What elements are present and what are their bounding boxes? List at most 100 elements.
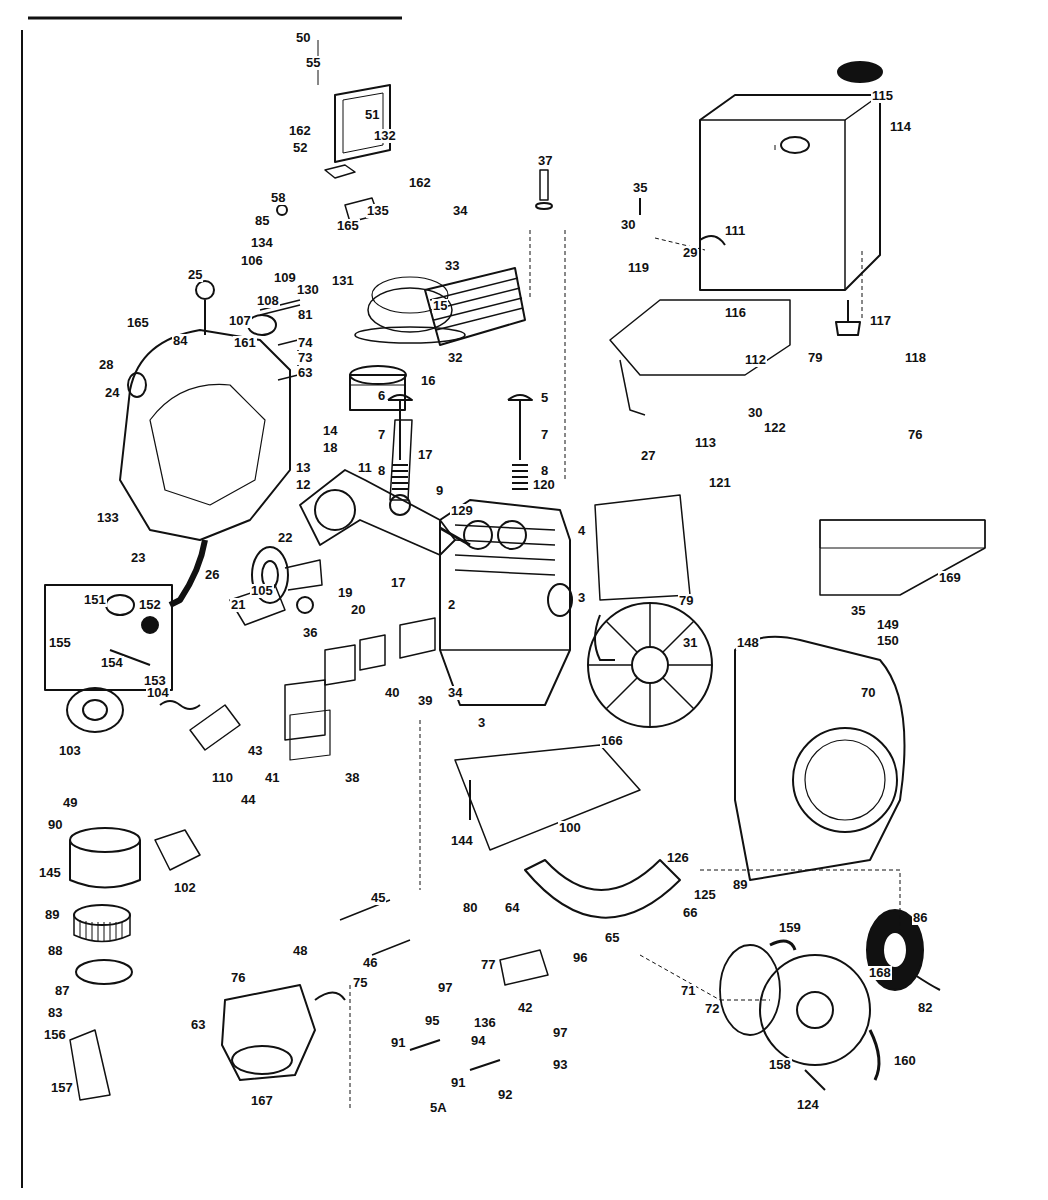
callout-number: 102	[173, 881, 197, 895]
callout-anchor: 113	[694, 433, 717, 451]
callout-anchor: 130	[296, 280, 320, 298]
callout-anchor: 34	[452, 201, 468, 219]
callout-anchor: 126	[666, 848, 690, 866]
callout-number: 31	[682, 636, 698, 650]
callout-number: 8	[377, 464, 386, 478]
callout-number: 150	[876, 634, 900, 648]
callout-number: 159	[778, 921, 802, 935]
callout-anchor: 115	[871, 86, 894, 104]
callout-number: 50	[295, 31, 311, 45]
callout-number: 32	[447, 351, 463, 365]
callout-number: 84	[172, 334, 188, 348]
callout-anchor: 30	[620, 215, 636, 233]
callout-number: 17	[390, 576, 406, 590]
callout-number: 116	[724, 306, 747, 320]
callout-number: 90	[47, 818, 63, 832]
callout-number: 2	[447, 598, 456, 612]
callout-number: 91	[450, 1076, 466, 1090]
callout-number: 30	[620, 218, 636, 232]
callout-anchor: 37	[537, 151, 553, 169]
callout-anchor: 72	[704, 999, 720, 1017]
callout-anchor: 23	[130, 548, 146, 566]
callout-number: 55	[305, 56, 321, 70]
callout-anchor: 102	[173, 878, 197, 896]
callout-number: 7	[377, 428, 386, 442]
callout-number: 63	[297, 366, 313, 380]
callout-number: 105	[250, 584, 274, 598]
callout-anchor: 155	[48, 633, 72, 651]
callout-anchor: 165	[126, 313, 150, 331]
callout-anchor: 151	[83, 590, 107, 608]
callout-anchor: 165	[336, 216, 360, 234]
callout-anchor: 112	[744, 350, 767, 368]
callout-number: 28	[98, 358, 114, 372]
callout-number: 45	[370, 891, 386, 905]
callout-number: 5	[540, 391, 549, 405]
callout-number: 122	[763, 421, 787, 435]
callout-anchor: 7	[377, 425, 386, 443]
callout-number: 156	[43, 1028, 67, 1042]
callout-anchor: 76	[907, 425, 923, 443]
callout-anchor: 111	[724, 221, 746, 239]
callout-number: 22	[277, 531, 293, 545]
callout-anchor: 85	[254, 211, 270, 229]
callout-number: 119	[627, 261, 650, 275]
callout-anchor: 82	[917, 998, 933, 1016]
callout-anchor: 31	[682, 633, 698, 651]
callout-anchor: 66	[682, 903, 698, 921]
callout-anchor: 79	[678, 591, 694, 609]
callout-anchor: 162	[288, 121, 312, 139]
callout-number: 46	[362, 956, 378, 970]
callout-anchor: 55	[305, 53, 321, 71]
callout-anchor: 94	[470, 1031, 486, 1049]
callout-number: 26	[204, 568, 220, 582]
callout-number: 76	[230, 971, 246, 985]
callout-anchor: 20	[350, 600, 366, 618]
callout-number: 121	[708, 476, 732, 490]
callout-number: 23	[130, 551, 146, 565]
callout-anchor: 80	[462, 898, 478, 916]
callout-anchor: 122	[763, 418, 787, 436]
callout-anchor: 118	[904, 348, 927, 366]
callout-anchor: 70	[860, 683, 876, 701]
callout-anchor: 50	[295, 28, 311, 46]
callout-number: 38	[344, 771, 360, 785]
callout-anchor: 9	[435, 481, 444, 499]
callout-number: 14	[322, 424, 338, 438]
callout-anchor: 48	[292, 941, 308, 959]
callout-number: 87	[54, 984, 70, 998]
callout-anchor: 144	[450, 831, 474, 849]
callout-anchor: 84	[172, 331, 188, 349]
callout-anchor: 35	[632, 178, 648, 196]
callout-anchor: 79	[807, 348, 823, 366]
callout-anchor: 25	[187, 265, 203, 283]
callout-anchor: 75	[352, 973, 368, 991]
callout-number: 130	[296, 283, 320, 297]
callout-number: 124	[796, 1098, 820, 1112]
callout-number: 15	[432, 299, 448, 313]
callout-number: 111	[724, 224, 746, 238]
callout-anchor: 125	[693, 885, 717, 903]
callout-number: 152	[138, 598, 162, 612]
callout-number: 35	[850, 604, 866, 618]
callout-number: 168	[868, 966, 892, 980]
callout-number: 167	[250, 1094, 274, 1108]
callout-anchor: 74	[297, 333, 313, 351]
callout-anchor: 73	[297, 348, 313, 366]
callout-number: 34	[447, 686, 463, 700]
callout-number: 89	[732, 878, 748, 892]
callout-anchor: 46	[362, 953, 378, 971]
callout-number: 154	[100, 656, 124, 670]
callout-number: 162	[288, 124, 312, 138]
callout-anchor: 14	[322, 421, 338, 439]
callout-anchor: 161	[233, 333, 257, 351]
callout-number: 70	[860, 686, 876, 700]
callout-anchor: 42	[517, 998, 533, 1016]
callout-number: 92	[497, 1088, 513, 1102]
callout-anchor: 92	[497, 1085, 513, 1103]
callout-anchor: 89	[44, 905, 60, 923]
callout-number: 108	[256, 294, 280, 308]
callout-number: 134	[250, 236, 274, 250]
callout-number: 107	[228, 314, 252, 328]
